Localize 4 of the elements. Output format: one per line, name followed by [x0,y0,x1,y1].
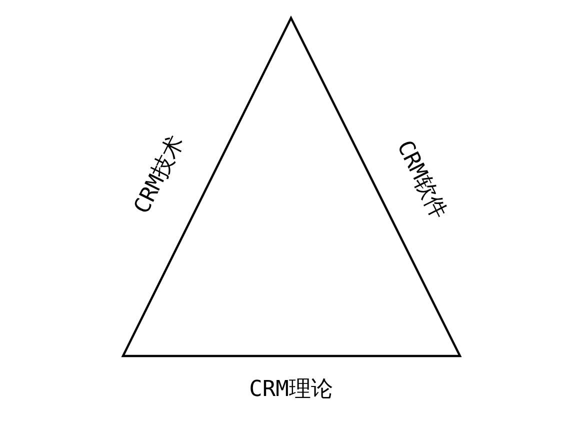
side-label: CRM软件 [392,138,450,222]
triangle-shape [121,16,462,358]
side-label: CRM技术 [131,132,189,218]
side-label: CRM理论 [249,379,333,401]
